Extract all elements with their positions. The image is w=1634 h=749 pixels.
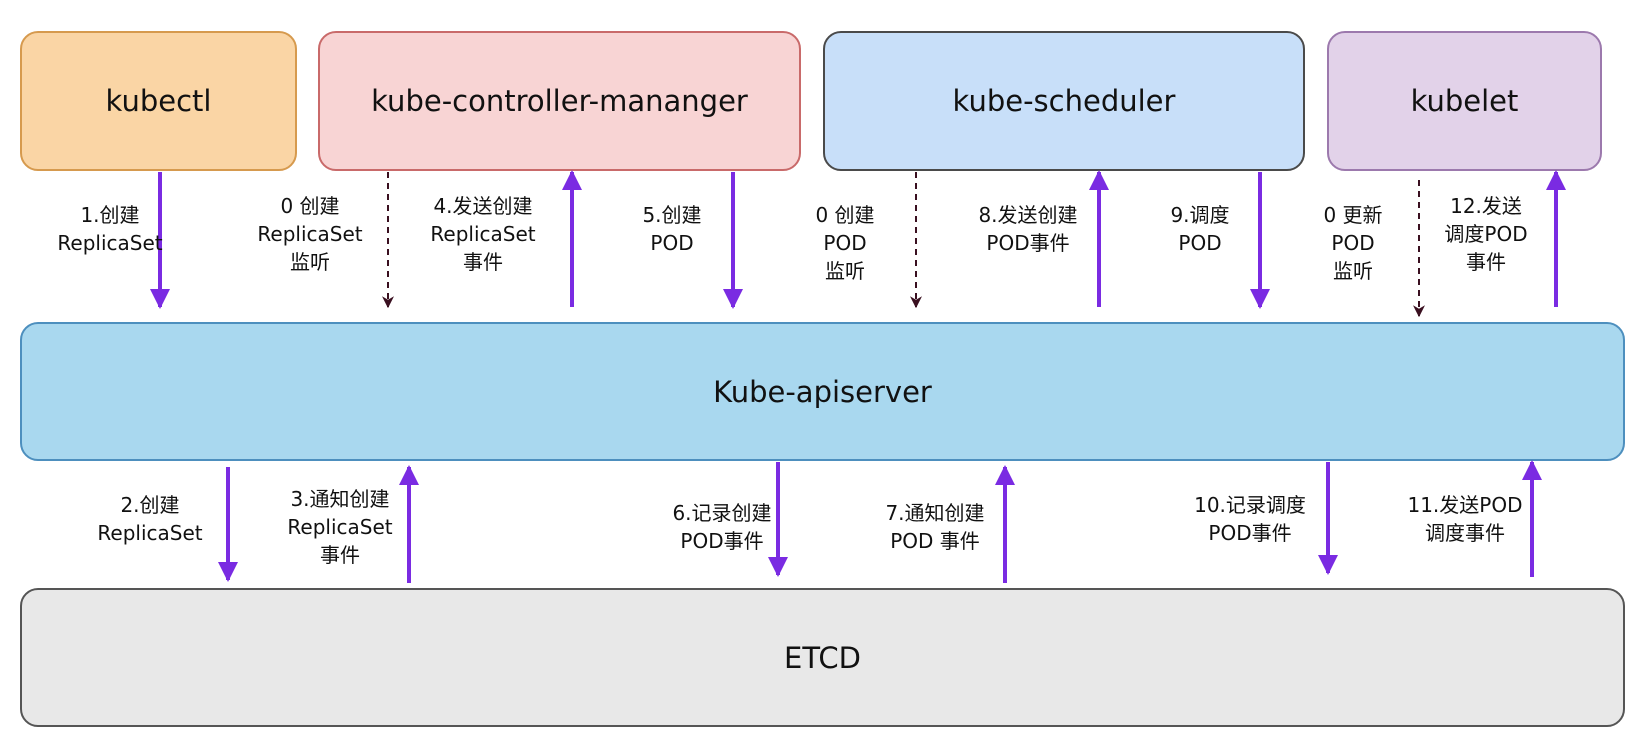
scheduler-label: kube-scheduler [952,84,1176,118]
kubelet-box: kubelet [1327,31,1602,171]
scheduler-box: kube-scheduler [823,31,1305,171]
kubelet-label: kubelet [1410,84,1519,118]
controller-manager-label: kube-controller-mananger [371,84,748,118]
etcd-box: ETCD [20,588,1625,727]
controller-manager-box: kube-controller-mananger [318,31,801,171]
etcd-label: ETCD [784,640,861,675]
kubectl-label: kubectl [105,84,212,118]
kubectl-box: kubectl [20,31,297,171]
apiserver-label: Kube-apiserver [713,374,932,409]
apiserver-box: Kube-apiserver [20,322,1625,461]
